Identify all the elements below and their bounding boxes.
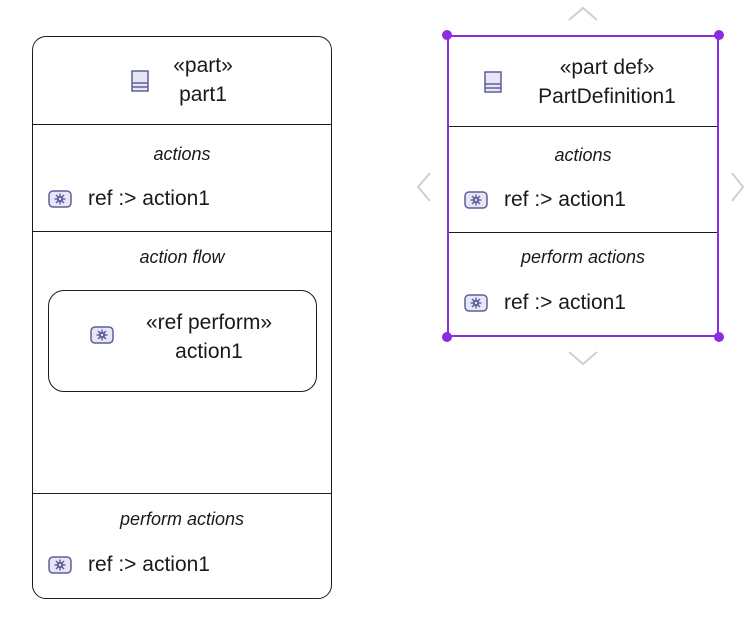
ref-perform-action1-node[interactable]: «ref perform» action1 <box>48 290 317 392</box>
compartment-title: actions <box>554 145 612 165</box>
ref-perform-stereotype: «ref perform» <box>145 311 273 334</box>
divider <box>33 493 331 494</box>
divider <box>33 231 331 232</box>
compartment-title: actions <box>153 144 211 164</box>
chevron-right-icon[interactable] <box>730 171 744 203</box>
part1-name: part1 <box>179 83 227 106</box>
part1-actions-compartment: actions ref :> action1 <box>33 125 331 231</box>
part1-stereotype: «part» <box>173 54 233 77</box>
partdef-name: PartDefinition1 <box>538 85 676 108</box>
action-icon <box>90 326 114 344</box>
action-icon <box>464 294 488 312</box>
action-icon <box>464 191 488 209</box>
part1-perform-actions-compartment: perform actions ref :> action1 <box>33 493 331 598</box>
partdef-perform-actions-compartment: perform actions ref :> action1 <box>449 232 717 335</box>
part1-action-flow-compartment: action flow <box>33 231 331 493</box>
resize-handle-bottom-left[interactable] <box>442 332 452 342</box>
compartment-title: perform actions <box>119 509 245 529</box>
chevron-left-icon[interactable] <box>414 171 432 203</box>
action-icon <box>48 556 72 574</box>
resize-handle-top-right[interactable] <box>714 30 724 40</box>
part-definition1-node[interactable]: «part def» PartDefinition1 actions ref :… <box>447 35 719 337</box>
resize-handle-top-left[interactable] <box>442 30 452 40</box>
compartment-title: perform actions <box>520 247 646 267</box>
action-item[interactable]: ref :> action1 <box>464 187 626 213</box>
action-item[interactable]: ref :> action1 <box>48 186 210 212</box>
action-item-label: ref :> action1 <box>504 291 626 314</box>
part-usage-icon <box>131 70 149 92</box>
chevron-up-icon[interactable] <box>567 4 599 22</box>
divider <box>449 232 717 233</box>
partdef-actions-compartment: actions ref :> action1 <box>449 127 717 232</box>
part1-header: «part» part1 <box>33 37 331 125</box>
action-item-label: ref :> action1 <box>88 553 210 576</box>
part1-node[interactable]: «part» part1 actions ref :> action1 acti… <box>32 36 332 599</box>
chevron-down-icon[interactable] <box>567 350 599 368</box>
compartment-title: action flow <box>139 247 225 267</box>
part-definition-icon <box>484 71 502 93</box>
action-item-label: ref :> action1 <box>504 188 626 211</box>
partdef-stereotype: «part def» <box>559 56 655 79</box>
action-item-label: ref :> action1 <box>88 187 210 210</box>
action-item[interactable]: ref :> action1 <box>464 290 626 316</box>
resize-handle-bottom-right[interactable] <box>714 332 724 342</box>
action-icon <box>48 190 72 208</box>
ref-perform-name: action1 <box>175 340 243 363</box>
partdef-header: «part def» PartDefinition1 <box>449 37 717 127</box>
action-item[interactable]: ref :> action1 <box>48 552 210 578</box>
